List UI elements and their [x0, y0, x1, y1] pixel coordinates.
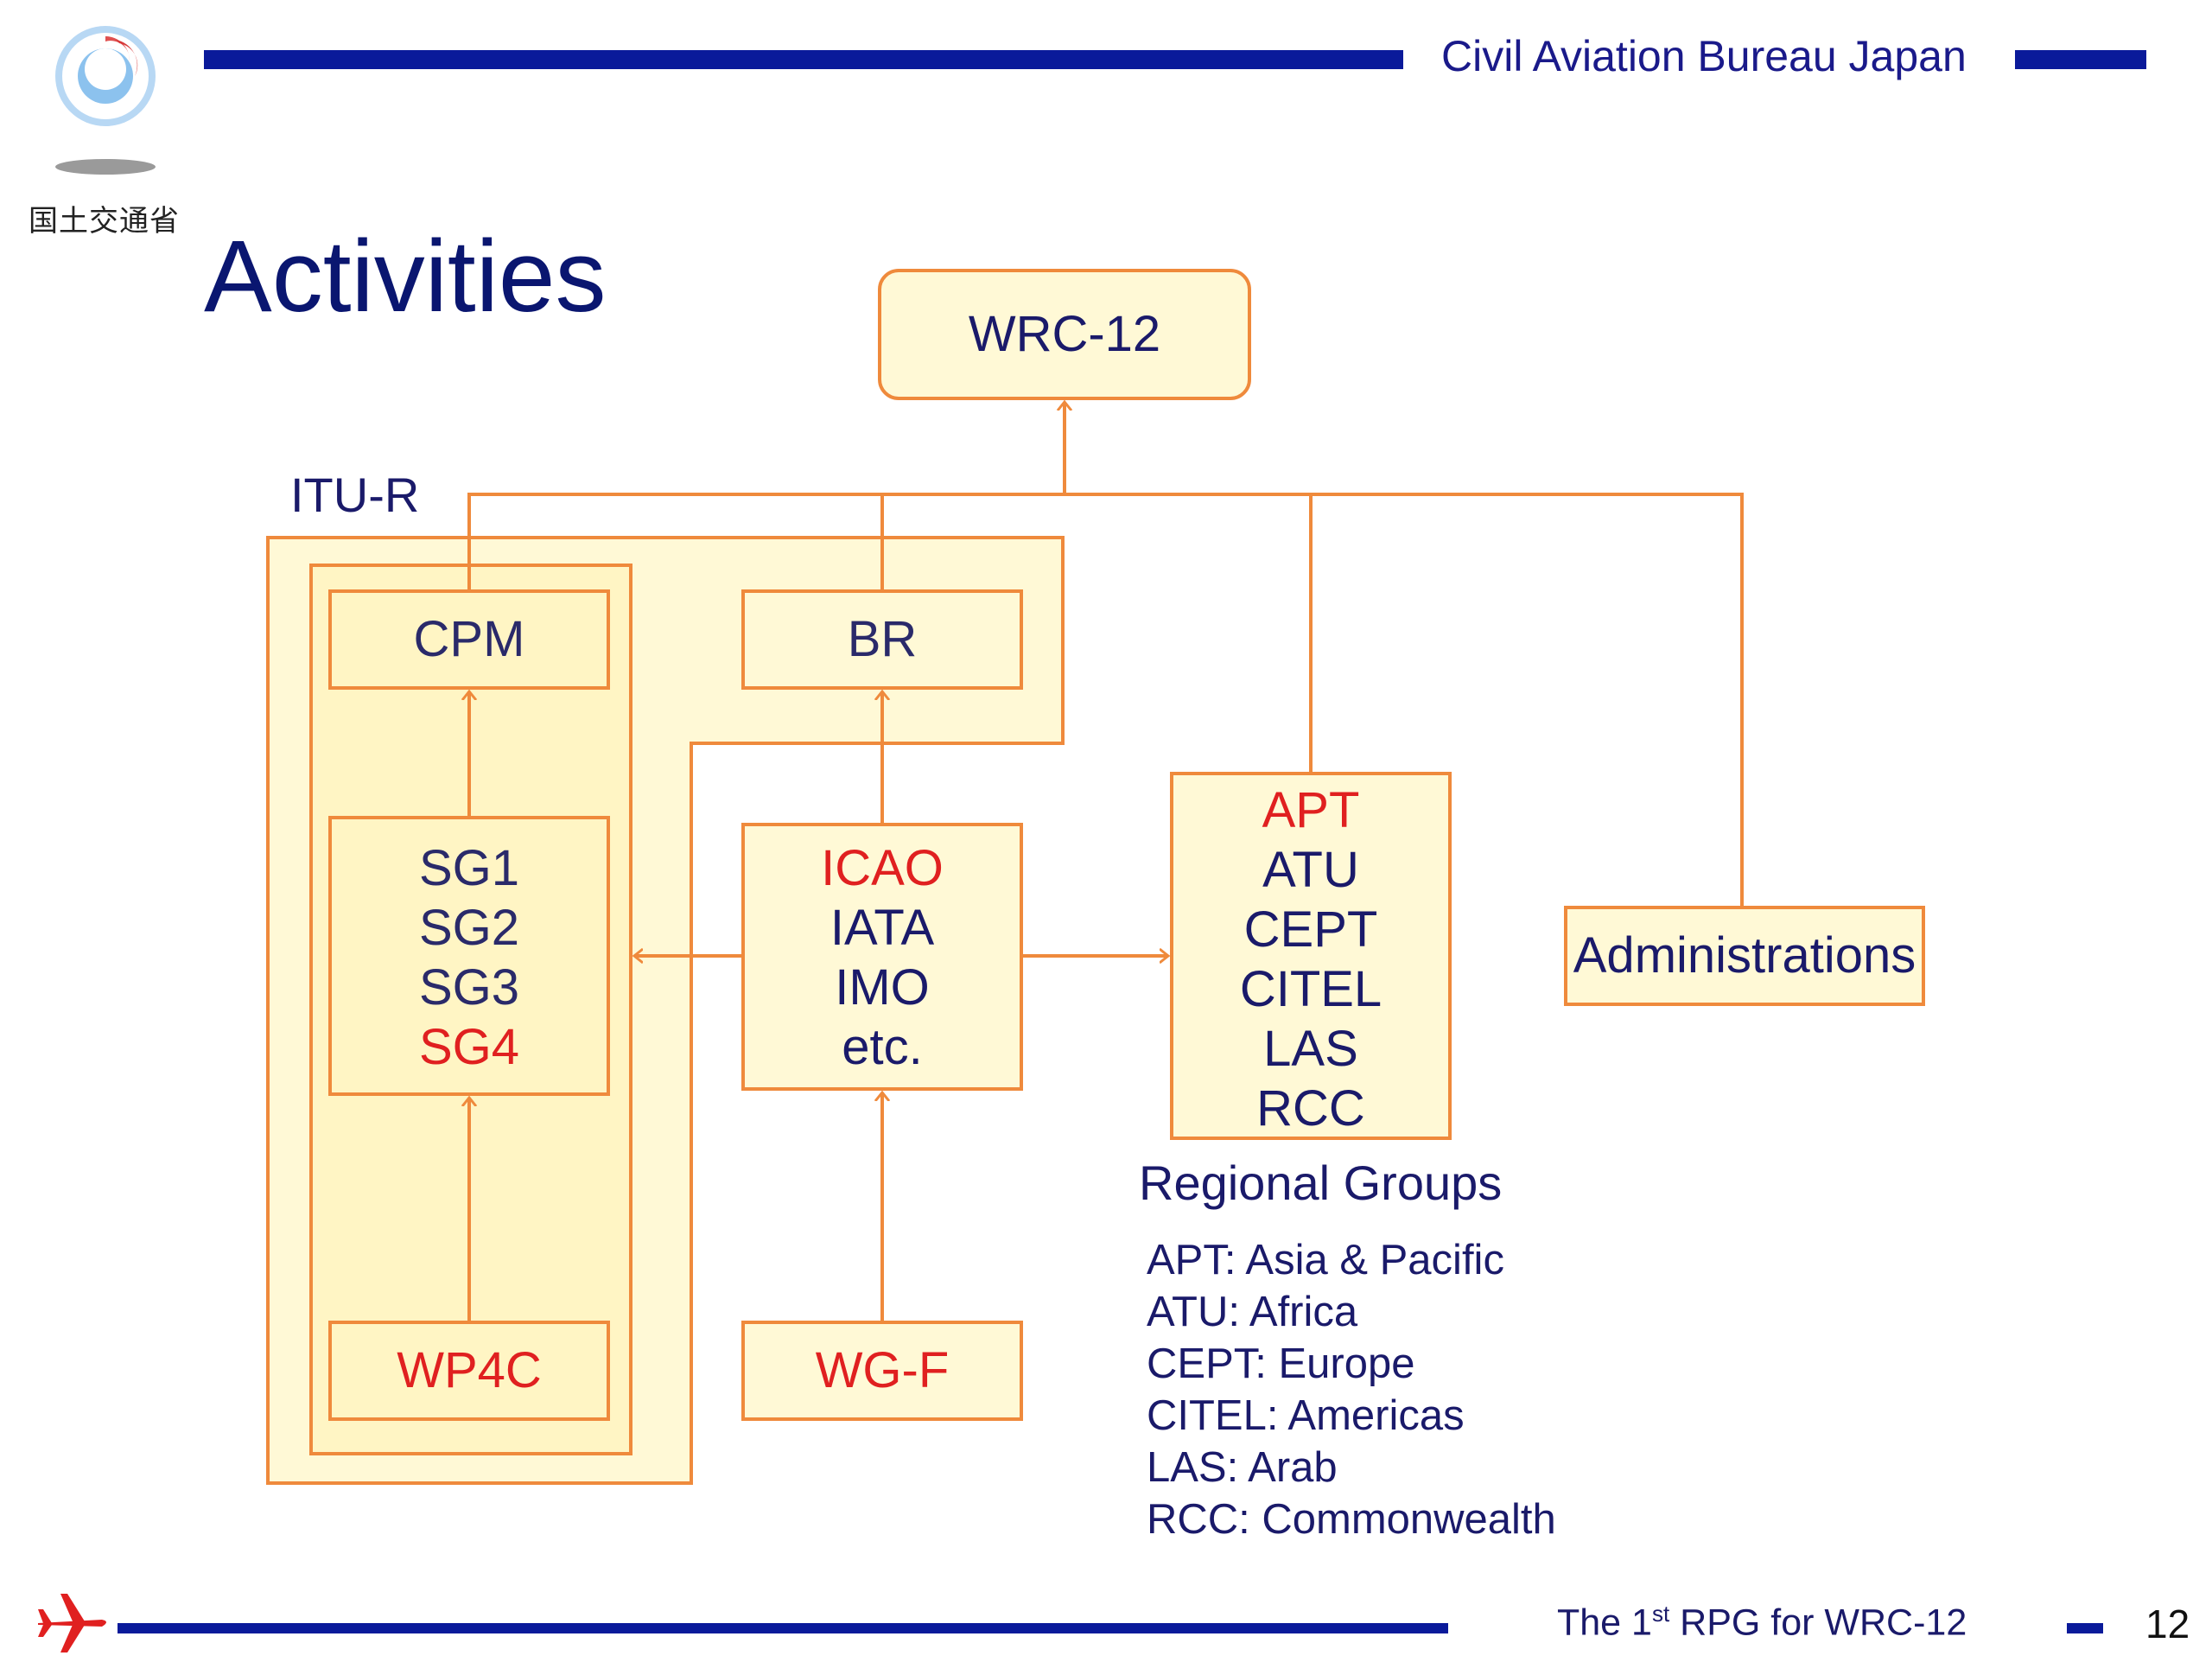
legend-item: LAS: Arab: [1147, 1444, 1338, 1491]
regional-groups-label: Regional Groups: [1139, 1156, 1503, 1210]
footer-event: The 1st RPG for WRC-12: [1557, 1601, 1967, 1644]
cept-label: CEPT: [1243, 901, 1378, 958]
iata-label: IATA: [830, 900, 935, 956]
administrations-label: Administrations: [1573, 927, 1916, 984]
ministry-label: 国土交通省: [29, 204, 180, 239]
regional-box: [1170, 772, 1452, 1140]
wrc-feed-line: [467, 493, 1744, 907]
wrc-box: [878, 269, 1251, 400]
page-number: 12: [2145, 1602, 2190, 1646]
imo-label: IMO: [835, 959, 930, 1016]
wgf-label: WG-F: [815, 1342, 950, 1398]
footer-event-prefix: The 1: [1557, 1602, 1652, 1644]
sg4-label: SG4: [418, 1019, 520, 1075]
legend-item: APT: Asia & Pacific: [1147, 1237, 1504, 1283]
administrations-box: [1564, 906, 1925, 1006]
sg2-label: SG2: [418, 900, 520, 956]
header-bar-right: [2015, 50, 2146, 69]
legend-item: ATU: Africa: [1147, 1289, 1358, 1335]
wp4c-label: WP4C: [397, 1342, 542, 1398]
atu-label: ATU: [1262, 842, 1359, 898]
wrc-label: WRC-12: [968, 306, 1161, 362]
ministry-logo: [33, 16, 178, 180]
legend-item: CITEL: Americas: [1147, 1392, 1465, 1439]
cpm-label: CPM: [413, 611, 525, 667]
regional-list: APT ATU CEPT CITEL LAS RCC: [1172, 780, 1450, 1138]
organizations-list: ICAO IATA IMO etc.: [743, 838, 1021, 1077]
etc-label: etc.: [842, 1019, 923, 1075]
study-groups-list: SG1 SG2 SG3 SG4: [330, 838, 608, 1077]
wp4c-box: [328, 1321, 610, 1421]
ministry-logo-icon: [55, 26, 156, 175]
icao-label: ICAO: [821, 840, 944, 896]
citel-label: CITEL: [1239, 961, 1382, 1017]
cpm-box: [328, 589, 610, 690]
footer-bar-left: [118, 1623, 1448, 1633]
legend-item: CEPT: Europe: [1147, 1340, 1415, 1387]
las-label: LAS: [1263, 1021, 1358, 1077]
header-bar-left: [204, 50, 1403, 69]
sg1-label: SG1: [418, 840, 520, 896]
footer-bar-right: [2067, 1623, 2103, 1633]
br-label: BR: [847, 611, 918, 667]
footer-event-suffix: RPG for WRC-12: [1669, 1602, 1967, 1644]
footer-event-sup: st: [1651, 1601, 1670, 1627]
organizations-box: [741, 823, 1023, 1091]
itu-r-label: ITU-R: [290, 468, 420, 522]
organization-name: Civil Aviation Bureau Japan: [1441, 32, 1967, 80]
airplane-icon: [35, 1589, 112, 1658]
legend-item: RCC: Commonwealth: [1147, 1496, 1556, 1543]
rcc-label: RCC: [1256, 1080, 1365, 1137]
regional-legend: APT: Asia & Pacific ATU: Africa CEPT: Eu…: [1147, 1234, 1556, 1545]
page-title: Activities: [204, 220, 607, 334]
apt-label: APT: [1262, 782, 1360, 838]
sg3-label: SG3: [418, 959, 520, 1016]
sg-box: [328, 816, 610, 1096]
